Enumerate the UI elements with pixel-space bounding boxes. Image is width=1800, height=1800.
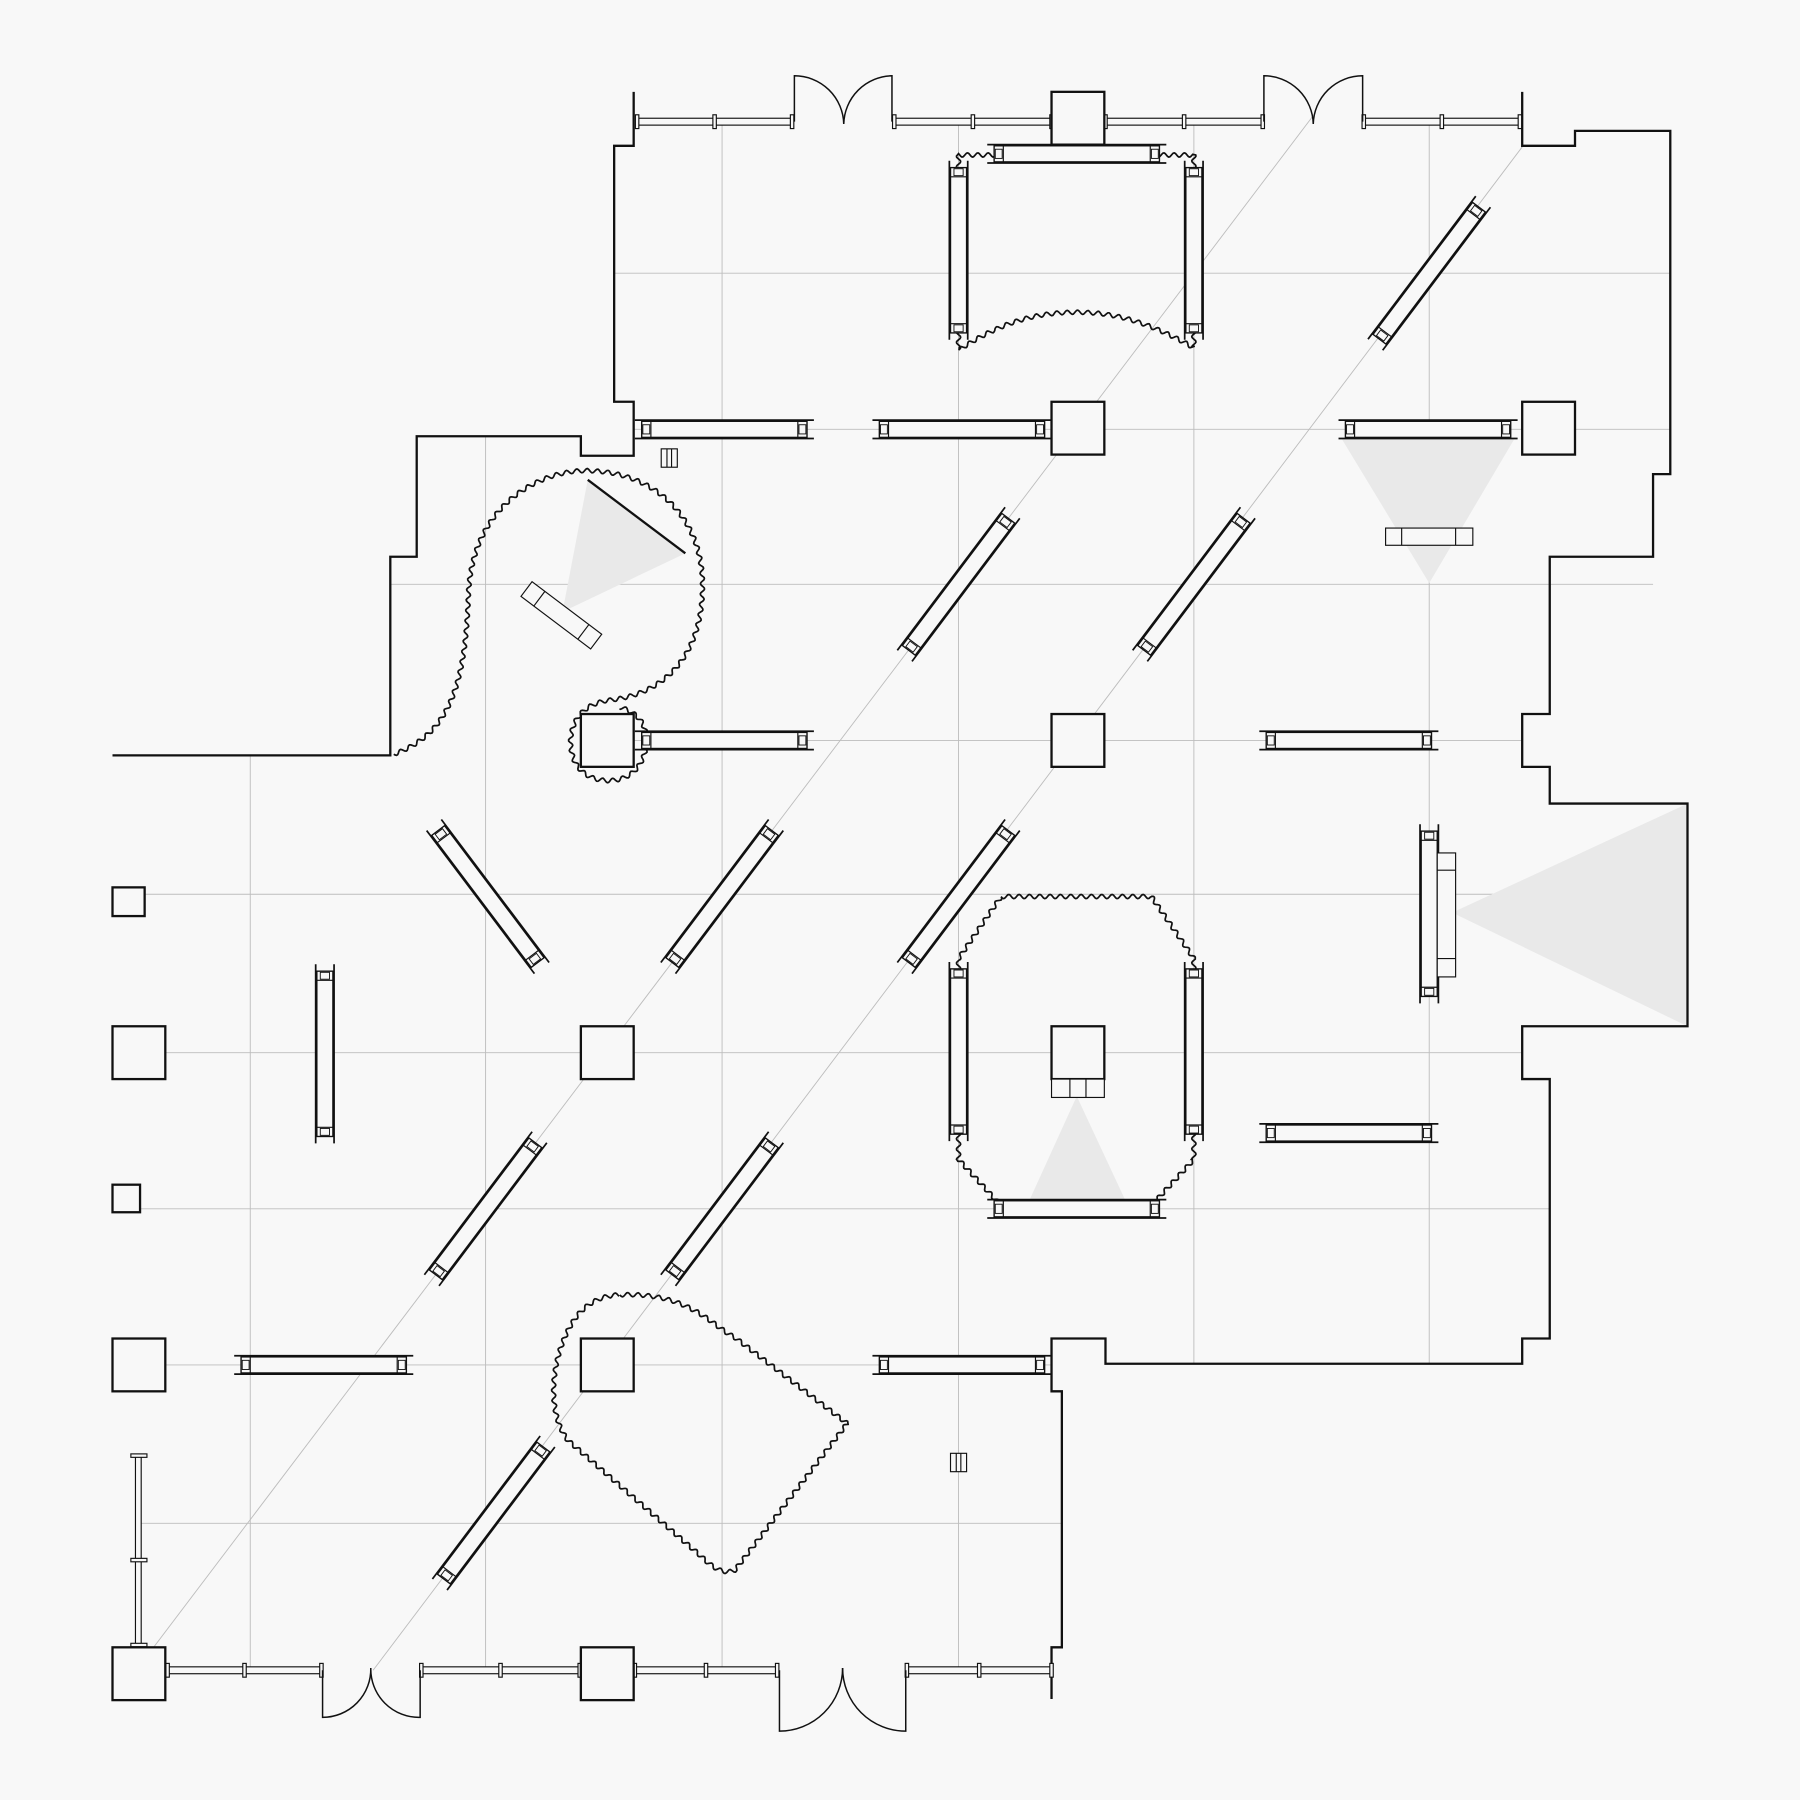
display-panel [634, 419, 814, 440]
bench [1385, 527, 1474, 546]
doors [321, 75, 1364, 1732]
display-panel [314, 964, 335, 1144]
display-panel [1183, 160, 1204, 340]
bench [1436, 852, 1457, 978]
pedestal [660, 448, 678, 468]
column [111, 1646, 167, 1702]
window [1361, 114, 1523, 130]
column [579, 1646, 635, 1702]
column [111, 1025, 167, 1081]
display-panel [1419, 824, 1440, 1004]
display-panel [425, 819, 550, 975]
double-door-top-right[interactable] [1263, 75, 1364, 124]
display-panel [1338, 419, 1518, 440]
window [1103, 114, 1266, 130]
window [165, 1662, 324, 1678]
column [1050, 90, 1106, 146]
small-column [111, 886, 146, 918]
display-panel [1259, 730, 1439, 751]
display-panel [987, 143, 1167, 164]
display-panel [1183, 961, 1204, 1142]
window [419, 1662, 583, 1678]
bench [1050, 1078, 1105, 1099]
display-panel [896, 506, 1021, 662]
display-panel [660, 1131, 784, 1287]
display-panel [987, 1198, 1167, 1219]
small-column [111, 1183, 142, 1214]
display-panel [234, 1354, 414, 1375]
curtain-blob-left [393, 467, 706, 784]
display-panel [948, 961, 969, 1142]
window [634, 114, 795, 130]
column [1050, 712, 1106, 768]
display-panel [1367, 195, 1492, 351]
window [904, 1662, 1054, 1678]
column [1521, 400, 1577, 456]
display-panel [948, 160, 969, 340]
pedestal [949, 1452, 968, 1473]
column [579, 712, 635, 768]
display-panel [1259, 1122, 1439, 1144]
double-door-bottom-center[interactable] [778, 1667, 907, 1732]
column [1050, 400, 1106, 456]
display-panels [234, 143, 1518, 1591]
furniture [520, 448, 1474, 1473]
display-panel [423, 1131, 548, 1287]
display-panel [431, 1435, 556, 1591]
columns [111, 90, 1577, 1702]
column [579, 1337, 635, 1393]
curtain-blob-bottom [550, 1291, 850, 1575]
column [1050, 1025, 1106, 1081]
double-door-top-left[interactable] [793, 75, 893, 124]
column [579, 1025, 635, 1081]
display-panel [1131, 506, 1256, 662]
display-panel [896, 819, 1021, 975]
exterior-walls [112, 91, 1689, 1699]
bench [520, 580, 603, 650]
view-cones [562, 437, 1688, 1200]
double-door-bottom-left[interactable] [321, 1667, 421, 1719]
display-panel [872, 1354, 1052, 1375]
column [111, 1337, 167, 1393]
display-panel [634, 730, 814, 751]
display-panel [660, 819, 784, 975]
display-panel [872, 419, 1052, 440]
